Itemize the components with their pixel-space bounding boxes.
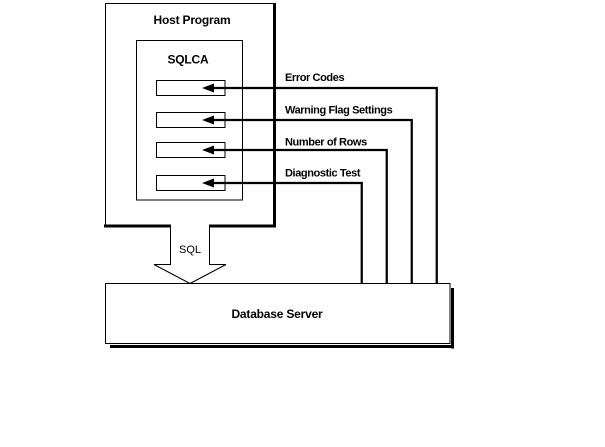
connection-line [212,86,438,283]
sql-arrow-label: SQL [179,244,201,256]
database-server-label: Database Server [231,307,323,321]
sql-block-arrow: SQL [153,224,227,285]
connection-line [212,181,363,283]
connection-label-diagnostic-test: Diagnostic Test [285,168,361,180]
connection-error-codes: Error Codes [202,72,438,283]
connection-number-of-rows: Number of Rows [202,137,388,283]
connection-line [212,118,413,283]
arrowhead-left-icon [202,83,214,93]
server-box-outline [105,283,451,344]
arrowhead-left-icon [202,115,214,125]
arrowhead-left-icon [202,178,214,188]
arrowhead-left-icon [202,145,214,155]
sqlca-label: SQLCA [167,53,209,67]
connection-label-number-of-rows: Number of Rows [285,137,367,149]
connection-line [212,148,388,283]
connection-label-error-codes: Error Codes [285,72,344,84]
connection-label-warning-flag-settings: Warning Flag Settings [285,105,393,117]
connection-diagnostic-test: Diagnostic Test [202,168,363,283]
database-server-box: Database Server [105,283,454,349]
connection-warning-flag-settings: Warning Flag Settings [202,105,413,283]
host-program-box: Host Program [104,3,276,228]
host-program-label: Host Program [154,13,231,27]
